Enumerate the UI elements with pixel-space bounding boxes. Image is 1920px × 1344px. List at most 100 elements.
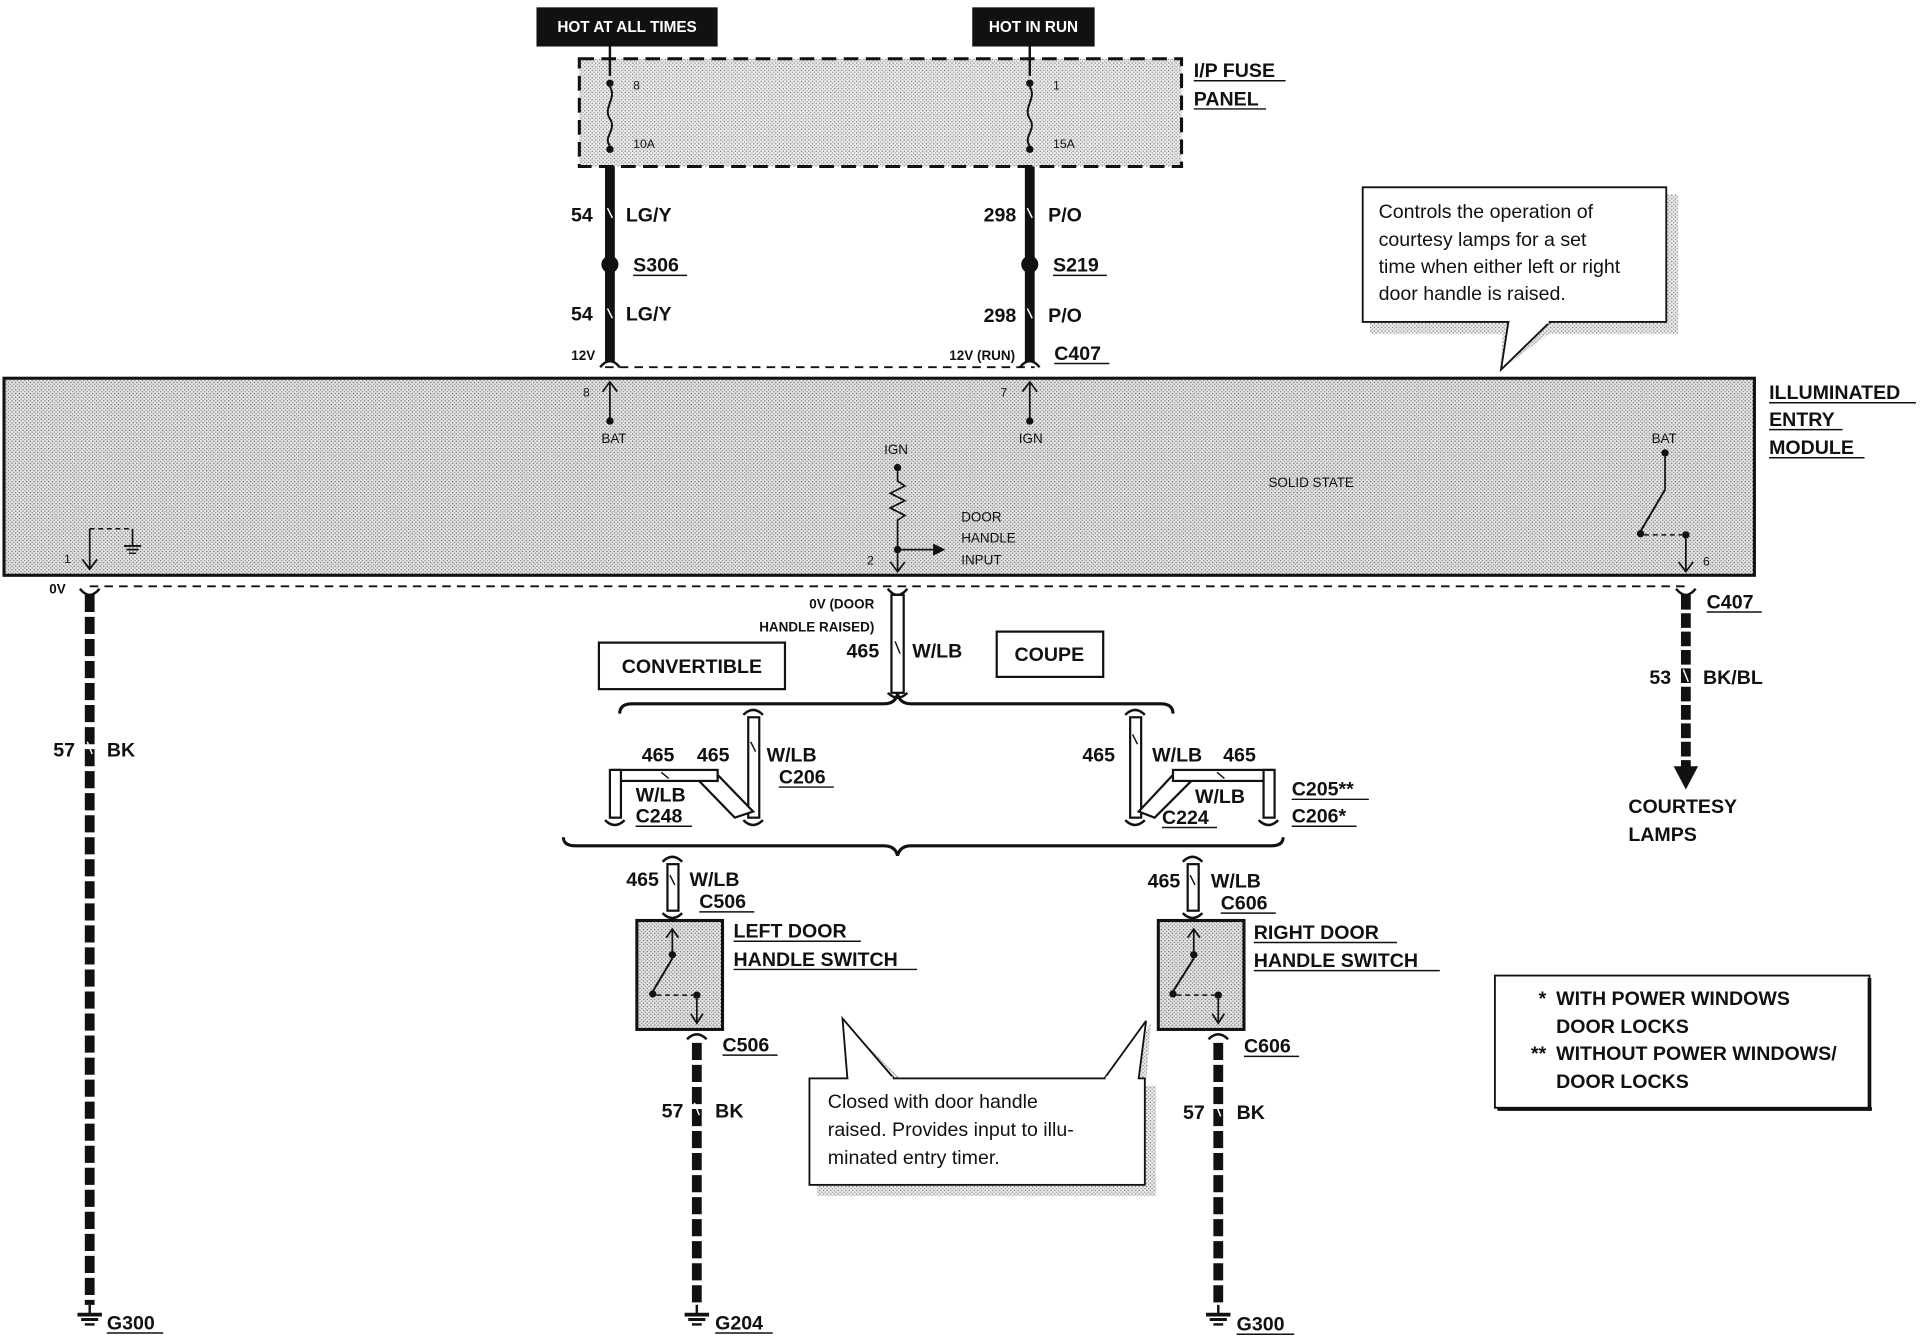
fuse-panel: 8 10A 1 15A — [577, 46, 1184, 168]
left-feed-voltage: 12V — [571, 348, 595, 363]
legend-line-1: WITH POWER WINDOWS — [1556, 988, 1790, 1010]
label-door-2: HANDLE — [961, 530, 1016, 545]
right-switch-circuit: 465 — [1148, 870, 1181, 892]
conv-connector-c206: C206 — [779, 766, 826, 788]
left-ground-voltage: 0V — [49, 582, 65, 597]
note-bottom-line-1: Closed with door handle — [828, 1091, 1038, 1113]
convertible-box: CONVERTIBLE — [597, 641, 787, 691]
fuse-a-symbol — [606, 86, 613, 147]
convertible-label: CONVERTIBLE — [622, 656, 762, 678]
splice-s306: S306 — [633, 255, 679, 277]
fuse-panel-title-2: PANEL — [1194, 88, 1259, 110]
legend-line-2: DOOR LOCKS — [1556, 1016, 1689, 1038]
coupe-color-a: W/LB — [1152, 744, 1202, 766]
fuse-b-symbol — [1026, 86, 1033, 147]
coupe-connector-c206: C206* — [1292, 806, 1347, 828]
label-ign: IGN — [1019, 431, 1043, 446]
note-top-line-4: door handle is raised. — [1379, 283, 1566, 305]
timer-resistor-symbol — [888, 471, 907, 548]
right-feed-voltage: 12V (RUN) — [949, 348, 1015, 363]
right-switch-ground-circuit: 57 — [1183, 1102, 1205, 1124]
door-input-voltage-1: 0V (DOOR — [809, 596, 874, 611]
connector-c407-top: C407 — [1054, 343, 1101, 365]
left-switch-circuit: 465 — [626, 869, 659, 891]
lower-brace — [561, 837, 1285, 857]
right-switch-ground-color: BK — [1237, 1102, 1265, 1124]
fuse-b-rating: 15A — [1053, 137, 1076, 151]
left-ground-wire — [77, 594, 102, 1326]
fuse-b-number: 1 — [1053, 78, 1060, 92]
courtesy-lamp-wire — [1673, 594, 1699, 790]
left-switch-color: W/LB — [689, 869, 739, 891]
coupe-circuit-a: 465 — [1082, 744, 1115, 766]
fuse-a-rating: 10A — [633, 137, 656, 151]
left-feed-color-lower: LG/Y — [626, 304, 672, 326]
coupe-branch — [1124, 708, 1280, 827]
module-title-3: MODULE — [1769, 437, 1854, 459]
coupe-connector-c224: C224 — [1162, 807, 1209, 829]
conv-connector-c248: C248 — [636, 806, 683, 828]
left-ground-circuit: 57 — [53, 739, 75, 761]
upper-brace — [618, 693, 1175, 714]
note-module-function: Controls the operation of courtesy lamps… — [1361, 186, 1679, 373]
right-feed-wire — [1021, 166, 1039, 363]
label-ign-center: IGN — [884, 442, 908, 457]
right-feed-circuit-lower: 298 — [984, 305, 1017, 327]
illuminated-entry-module: 8 BAT 7 IGN IGN DOOR HANDLE INPUT 2 SOLI… — [2, 376, 1756, 577]
label-bat-right: BAT — [1652, 431, 1677, 446]
coupe-label: COUPE — [1015, 644, 1085, 666]
fuse-panel-title-1: I/P FUSE — [1194, 60, 1275, 82]
note-top-line-1: Controls the operation of — [1379, 201, 1594, 223]
right-switch-color: W/LB — [1211, 870, 1261, 892]
coupe-circuit-b: 465 — [1223, 744, 1256, 766]
left-switch-title-1: LEFT DOOR — [734, 921, 847, 943]
legend-line-4: DOOR LOCKS — [1556, 1071, 1689, 1093]
conv-color-b: W/LB — [767, 744, 817, 766]
note-door-switch: Closed with door handle raised. Provides… — [808, 1015, 1156, 1196]
splice-s219: S219 — [1053, 255, 1099, 277]
coupe-box: COUPE — [995, 630, 1105, 678]
right-switch-title-1: RIGHT DOOR — [1254, 922, 1379, 944]
right-feed-color-lower: P/O — [1048, 305, 1082, 327]
hot-at-all-times-label: HOT AT ALL TIMES — [536, 7, 718, 47]
courtesy-circuit: 53 — [1649, 667, 1671, 689]
connector-c606-top: C606 — [1221, 892, 1268, 914]
label-door-3: INPUT — [961, 552, 1001, 567]
connector-c407-bottom: C407 — [1707, 591, 1754, 613]
left-switch-ground-circuit: 57 — [662, 1101, 684, 1123]
module-title-1: ILLUMINATED — [1769, 382, 1900, 404]
door-input-color: W/LB — [912, 640, 962, 662]
pin-7: 7 — [1000, 386, 1007, 400]
right-door-handle-switch — [1156, 855, 1246, 1326]
left-switch-ground-color: BK — [715, 1101, 743, 1123]
left-ground-color: BK — [107, 739, 135, 761]
label-solid-state: SOLID STATE — [1268, 475, 1353, 490]
pin-8: 8 — [583, 386, 590, 400]
left-feed-wire — [601, 166, 619, 363]
legend-line-3: WITHOUT POWER WINDOWS/ — [1556, 1043, 1837, 1065]
right-feed-color-upper: P/O — [1048, 205, 1082, 227]
conv-circuit-b: 465 — [697, 744, 730, 766]
door-input-circuit: 465 — [847, 640, 880, 662]
note-top-line-2: courtesy lamps for a set — [1379, 229, 1587, 251]
pin-1: 1 — [64, 552, 71, 566]
note-bottom-line-3: minated entry timer. — [828, 1147, 1000, 1169]
connector-c606-bottom: C606 — [1244, 1036, 1291, 1058]
ground-g300-right: G300 — [1237, 1314, 1285, 1336]
coupe-color-b: W/LB — [1195, 786, 1245, 808]
coupe-connector-c205: C205** — [1292, 779, 1354, 801]
legend-box: * WITH POWER WINDOWS DOOR LOCKS ** WITHO… — [1493, 974, 1872, 1111]
connector-c506-bottom: C506 — [723, 1034, 770, 1056]
left-door-handle-switch — [635, 855, 725, 1326]
note-top-line-3: time when either left or right — [1379, 256, 1621, 278]
note-bottom-line-2: raised. Provides input to illu- — [828, 1119, 1074, 1141]
hot-at-all-times-text: HOT AT ALL TIMES — [557, 19, 696, 36]
ground-g300-left: G300 — [107, 1312, 155, 1334]
legend-mark-2: ** — [1531, 1043, 1547, 1065]
left-feed-circuit-upper: 54 — [571, 205, 593, 227]
convertible-branch — [604, 708, 764, 827]
door-input-voltage-2: HANDLE RAISED) — [759, 620, 874, 635]
legend-mark-1: * — [1539, 988, 1547, 1010]
door-input-wire — [886, 593, 909, 699]
